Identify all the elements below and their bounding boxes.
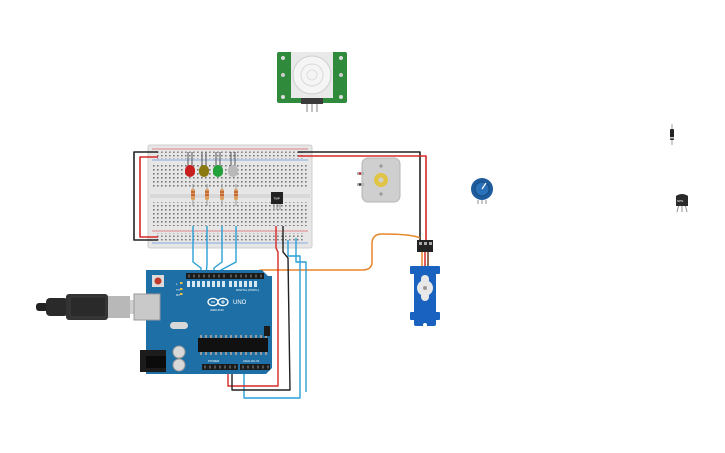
breadboard[interactable] <box>147 144 313 249</box>
wire-gnd-left-loop[interactable] <box>133 151 158 241</box>
breadboard-channel <box>150 194 310 198</box>
breadboard-top-rail[interactable] <box>156 150 304 159</box>
resistors[interactable] <box>191 184 238 206</box>
rx-led-label: RX <box>176 293 180 297</box>
analog-header[interactable] <box>240 364 270 370</box>
l-led-label: L <box>176 282 178 286</box>
dc-motor[interactable] <box>357 157 401 203</box>
board-brand: ARDUINO <box>210 308 225 312</box>
capacitor <box>172 358 186 372</box>
digital-label: DIGITAL (PWM~) <box>236 288 259 292</box>
usb-cable[interactable] <box>36 294 148 320</box>
led-yellow[interactable] <box>199 152 209 177</box>
breadboard-bottom-rail[interactable] <box>156 233 304 242</box>
led-white[interactable] <box>228 152 238 177</box>
wires[interactable] <box>133 151 427 399</box>
diode[interactable] <box>670 124 674 145</box>
crystal <box>170 322 188 329</box>
analog-label: ANALOG IN <box>243 359 259 363</box>
wire-sensor-analog[interactable] <box>243 240 301 399</box>
led-red[interactable] <box>185 152 195 177</box>
transistor-label: NPN <box>677 199 683 203</box>
wire-gnd-servo[interactable] <box>298 151 421 245</box>
wire-vcc-servo[interactable] <box>298 155 427 245</box>
arduino-usb-port[interactable] <box>133 293 161 321</box>
led-green[interactable] <box>213 152 223 177</box>
wire-arduino-gnd[interactable] <box>231 226 291 391</box>
temperature-sensor[interactable]: TMP <box>271 192 283 210</box>
resistor[interactable] <box>205 184 209 206</box>
servo-connector[interactable] <box>417 240 433 252</box>
potentiometer[interactable] <box>471 178 493 204</box>
arduino-logo <box>207 297 229 307</box>
icsp-header[interactable] <box>264 326 270 336</box>
resistor[interactable] <box>220 184 224 206</box>
microcontroller-chip <box>198 338 268 352</box>
pir-dome <box>292 55 332 95</box>
capacitor <box>172 345 186 359</box>
wire-arduino-5v[interactable] <box>227 226 279 387</box>
transistor[interactable]: NPN <box>676 194 688 213</box>
board-model: UNO <box>233 300 247 306</box>
wire-vcc-left-loop[interactable] <box>139 156 158 238</box>
arduino-uno[interactable]: DIGITAL (PWM~) UNO ARDUINO L TX RX <box>133 270 272 374</box>
servo-motor[interactable] <box>410 240 440 327</box>
power-label: POWER <box>208 359 220 363</box>
breadboard-bottom-strip[interactable] <box>152 202 308 226</box>
tx-led-label: TX <box>176 288 180 292</box>
resistor[interactable] <box>191 184 195 206</box>
pir-sensor[interactable] <box>277 52 347 112</box>
resistor[interactable] <box>234 184 238 206</box>
wire-pir-signal[interactable] <box>295 238 307 392</box>
temperature-sensor-label: TMP <box>274 197 280 201</box>
